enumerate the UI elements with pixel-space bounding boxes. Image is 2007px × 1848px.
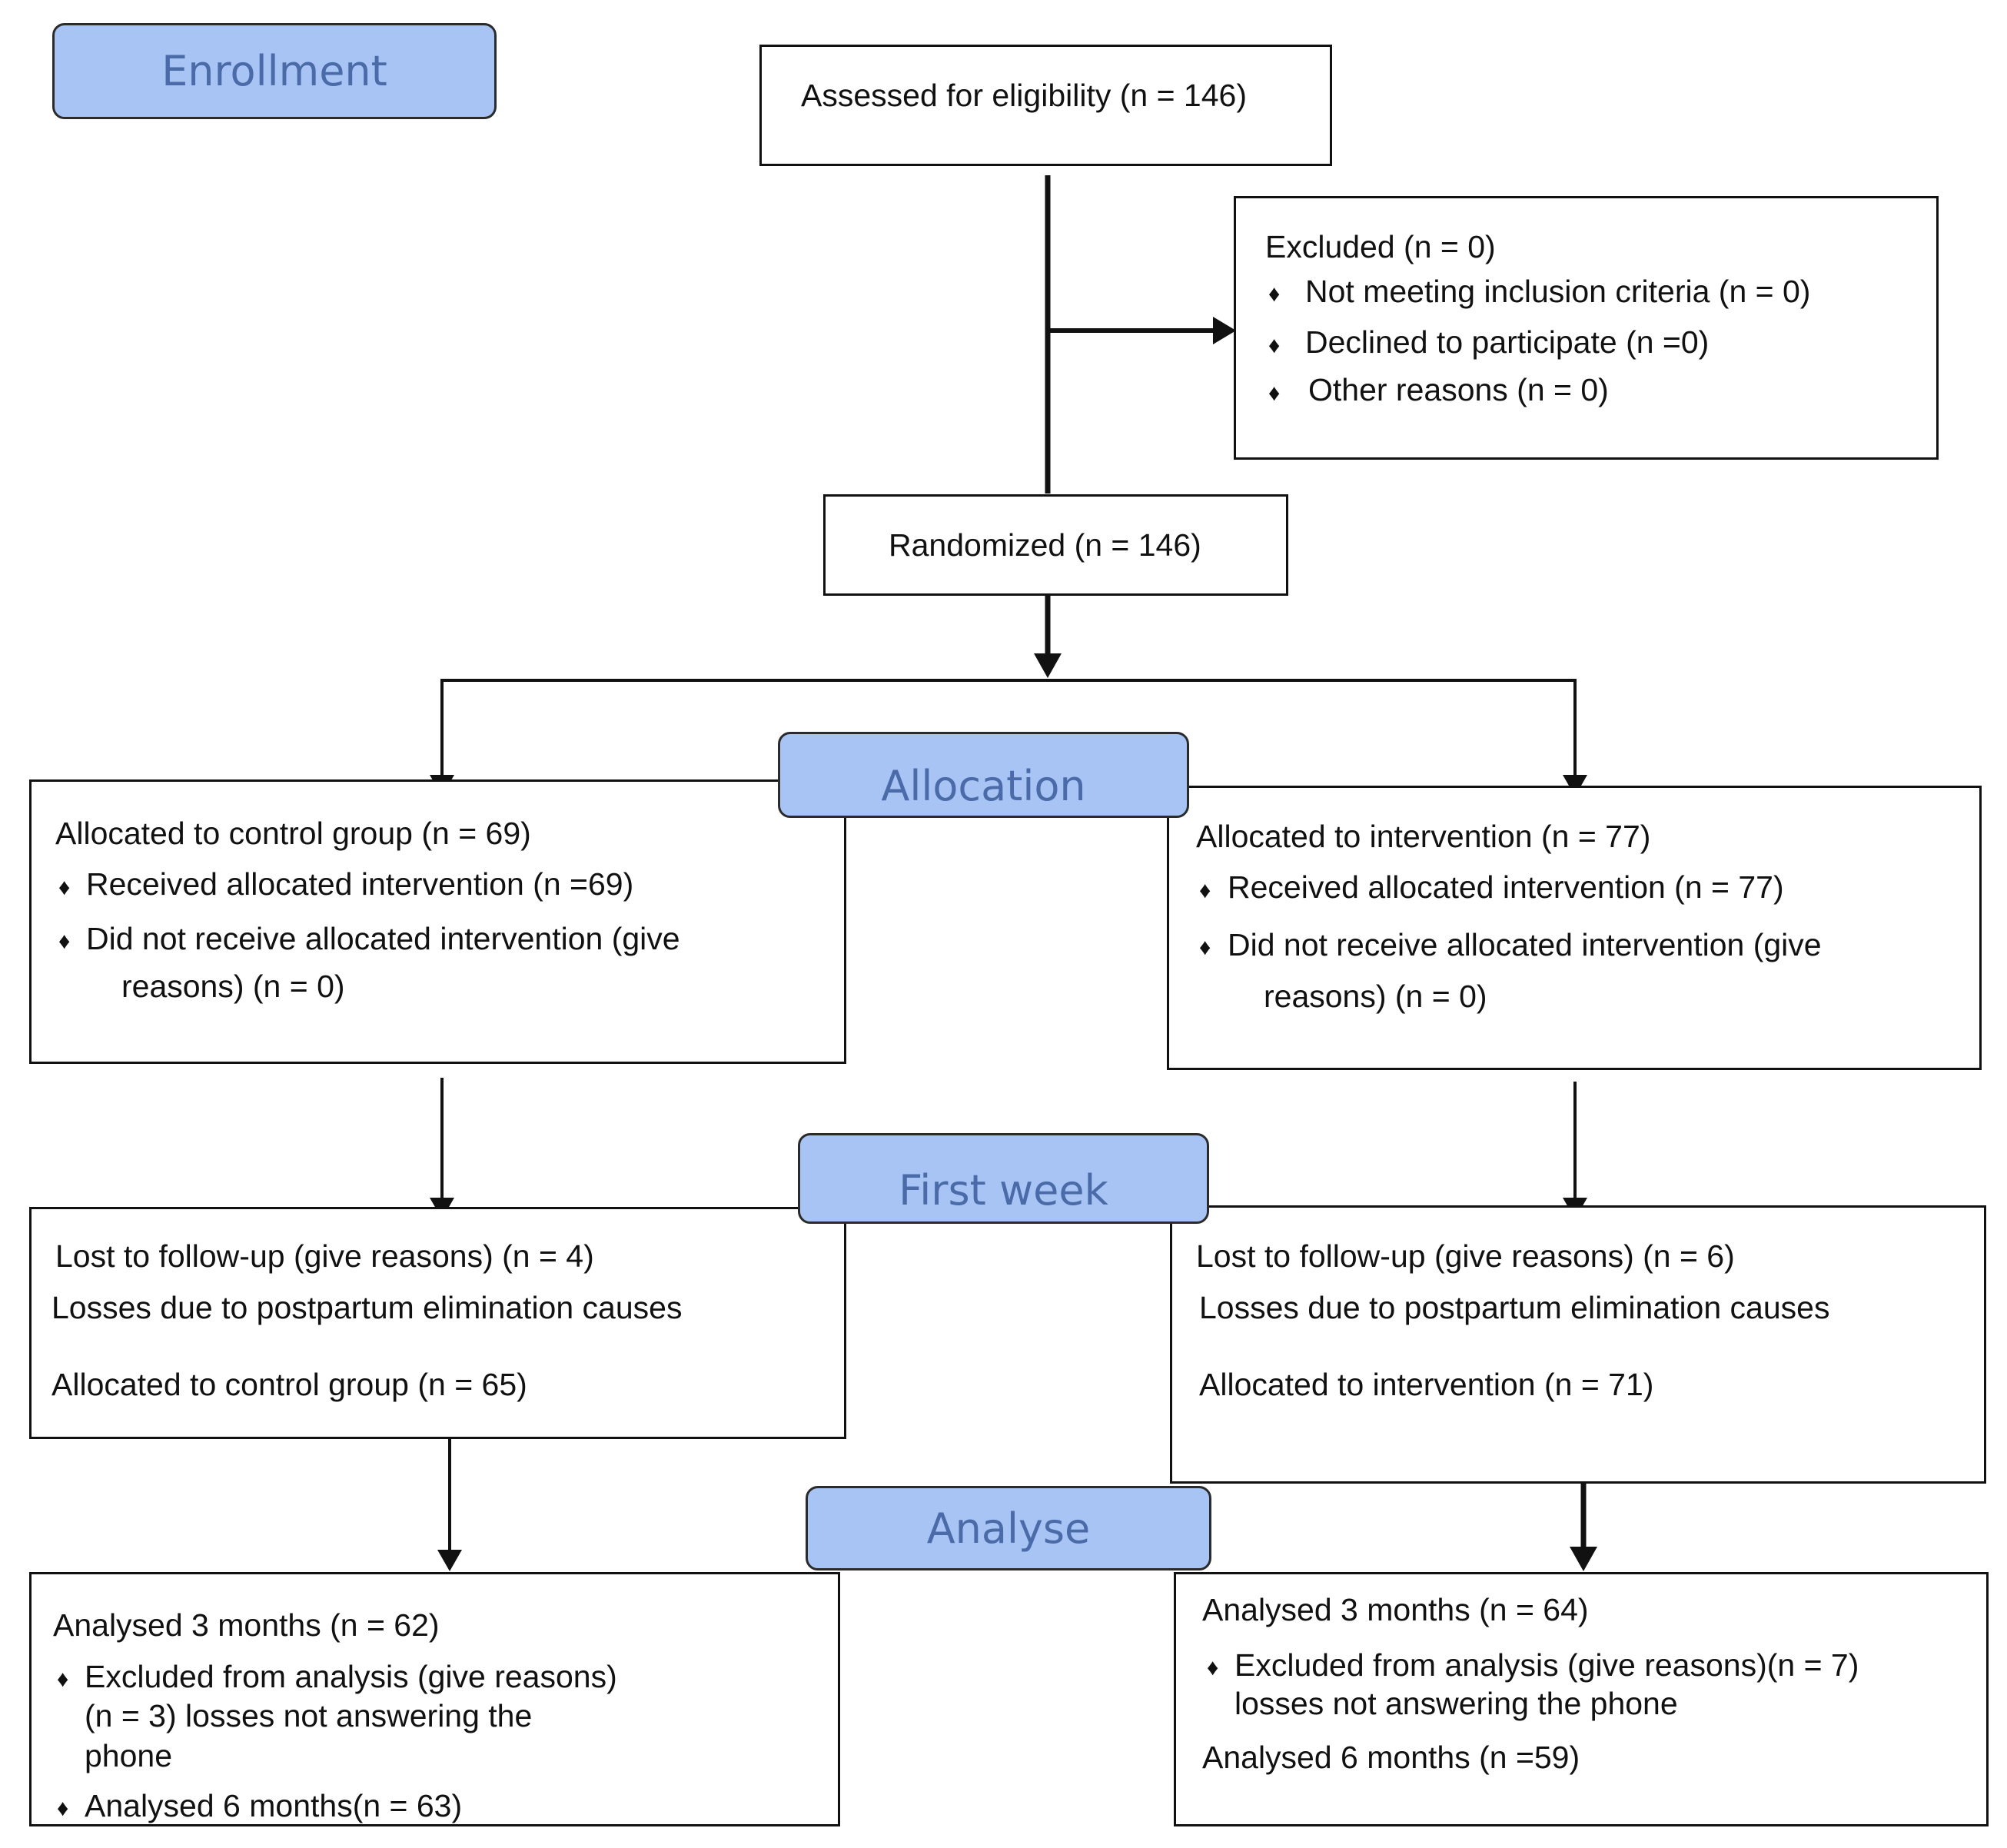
allocation-control-title: Allocated to control group (n = 69): [55, 816, 531, 851]
stage-allocation-label: Allocation: [881, 762, 1086, 810]
allocation-intervention-title: Allocated to intervention (n = 77): [1196, 819, 1651, 854]
analysis-intervention-three-months: Analysed 3 months (n = 64): [1202, 1592, 1589, 1627]
analysis-control-box: [29, 1572, 840, 1826]
assessed-text: Assessed for eligibility (n = 146): [801, 78, 1247, 113]
randomized-text: Randomized (n = 146): [889, 527, 1201, 563]
followup-intervention-losses: Losses due to postpartum elimination cau…: [1199, 1290, 1830, 1325]
analysis-control-bullet-1: ♦: [57, 1667, 69, 1692]
analysis-intervention-bullet-1: ♦: [1207, 1655, 1219, 1680]
excluded-box: [1234, 196, 1939, 460]
allocation-control-bullet-2: ♦: [58, 929, 71, 954]
allocation-intervention-box: [1167, 786, 1982, 1070]
excluded-item-2: Declined to participate (n =0): [1305, 324, 1710, 360]
analysis-control-three-months: Analysed 3 months (n = 62): [53, 1607, 440, 1643]
assessed-box: [759, 45, 1332, 166]
followup-control-box: [29, 1207, 846, 1439]
analysis-control-bottom-line: [29, 1824, 840, 1826]
allocation-intervention-not-received-1: Did not receive allocated intervention (…: [1228, 927, 1822, 962]
allocation-intervention-received: Received allocated intervention (n = 77): [1228, 869, 1784, 905]
excluded-bullet-3: ♦: [1268, 381, 1281, 406]
stage-enrollment: Enrollment: [52, 23, 497, 119]
stage-enrollment-label: Enrollment: [161, 47, 387, 95]
followup-control-lost: Lost to follow-up (give reasons) (n = 4): [55, 1238, 594, 1274]
stage-analyse: Analyse: [806, 1486, 1211, 1570]
excluded-bullet-1: ♦: [1268, 281, 1281, 307]
allocation-intervention-bullet-2: ♦: [1199, 935, 1211, 960]
allocation-control-bullet-1: ♦: [58, 875, 71, 900]
analysis-control-excluded-2: (n = 3) losses not answering the: [85, 1698, 533, 1733]
analysis-intervention-box: [1174, 1572, 1989, 1826]
analysis-control-six-months: Analysed 6 months(n = 63): [85, 1788, 463, 1823]
allocation-control-not-received-1: Did not receive allocated intervention (…: [86, 921, 680, 956]
analysis-intervention-six-months: Analysed 6 months (n =59): [1202, 1740, 1580, 1775]
stage-analyse-label: Analyse: [926, 1504, 1091, 1553]
excluded-bullet-2: ♦: [1268, 333, 1281, 358]
stage-first-week-label: First week: [899, 1166, 1108, 1215]
split-line: [440, 679, 1577, 784]
allocation-control-box: [29, 779, 846, 1064]
analysis-intervention-excluded-1: Excluded from analysis (give reasons)(n …: [1234, 1647, 1859, 1683]
analysis-control-bullet-2: ♦: [57, 1796, 69, 1821]
allocation-intervention-not-received-2: reasons) (n = 0): [1264, 979, 1487, 1014]
analysis-intervention-excluded-2: losses not answering the phone: [1234, 1686, 1678, 1721]
followup-control-losses: Losses due to postpartum elimination cau…: [52, 1290, 683, 1325]
excluded-item-3: Other reasons (n = 0): [1308, 372, 1609, 407]
stage-allocation: Allocation: [778, 732, 1189, 818]
excluded-title: Excluded (n = 0): [1265, 229, 1496, 264]
allocation-control-received: Received allocated intervention (n =69): [86, 866, 634, 902]
allocation-intervention-bullet-1: ♦: [1199, 878, 1211, 903]
followup-intervention-box: [1170, 1205, 1986, 1484]
stage-first-week: First week: [798, 1133, 1209, 1224]
followup-intervention-lost: Lost to follow-up (give reasons) (n = 6): [1196, 1238, 1735, 1274]
analysis-control-excluded-1: Excluded from analysis (give reasons): [85, 1659, 617, 1694]
excluded-item-1: Not meeting inclusion criteria (n = 0): [1305, 274, 1811, 309]
followup-control-allocated: Allocated to control group (n = 65): [52, 1367, 527, 1402]
allocation-control-not-received-2: reasons) (n = 0): [121, 969, 345, 1004]
followup-intervention-allocated: Allocated to intervention (n = 71): [1199, 1367, 1654, 1402]
analysis-control-excluded-3: phone: [85, 1738, 173, 1773]
randomized-box: [823, 494, 1288, 596]
analysis-intervention-bottom-line: [1174, 1824, 1989, 1826]
